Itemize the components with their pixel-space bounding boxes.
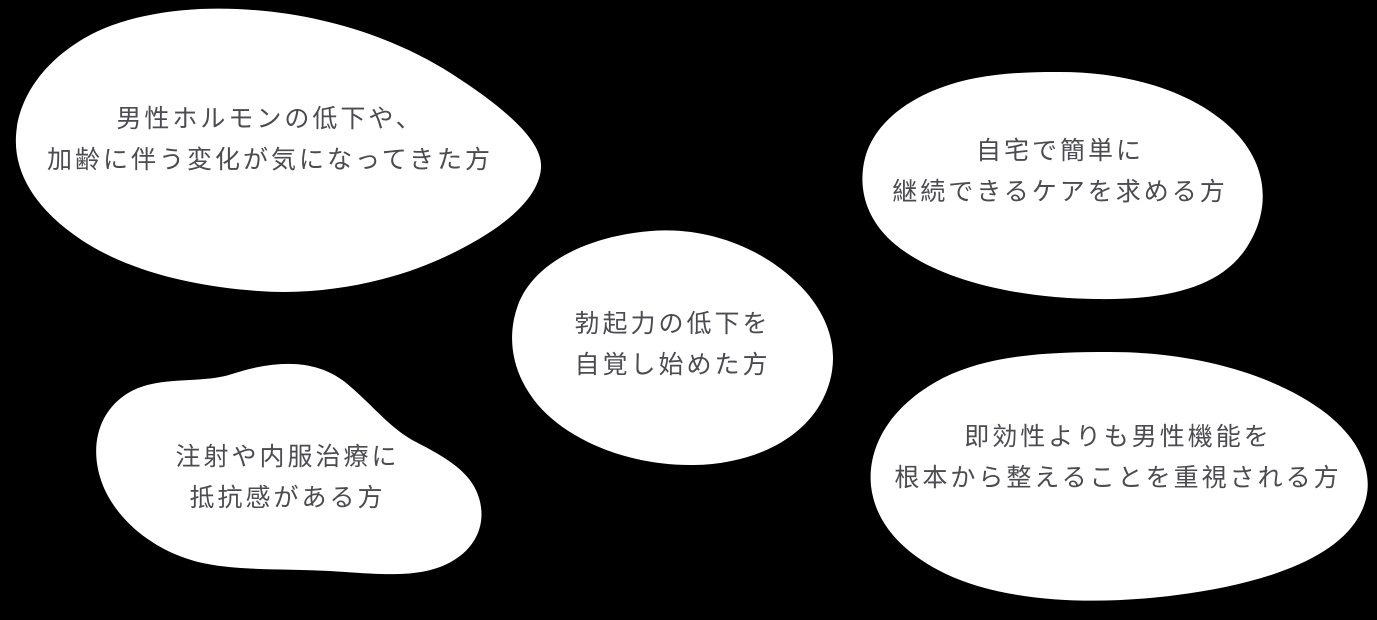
blob-shape-bottom-left — [96, 363, 482, 575]
blob-shape-top-left — [15, 8, 542, 292]
blob-shape-center — [512, 230, 834, 466]
blob-shape-bottom-right — [870, 352, 1368, 601]
blob-shape-top-right — [862, 71, 1263, 300]
